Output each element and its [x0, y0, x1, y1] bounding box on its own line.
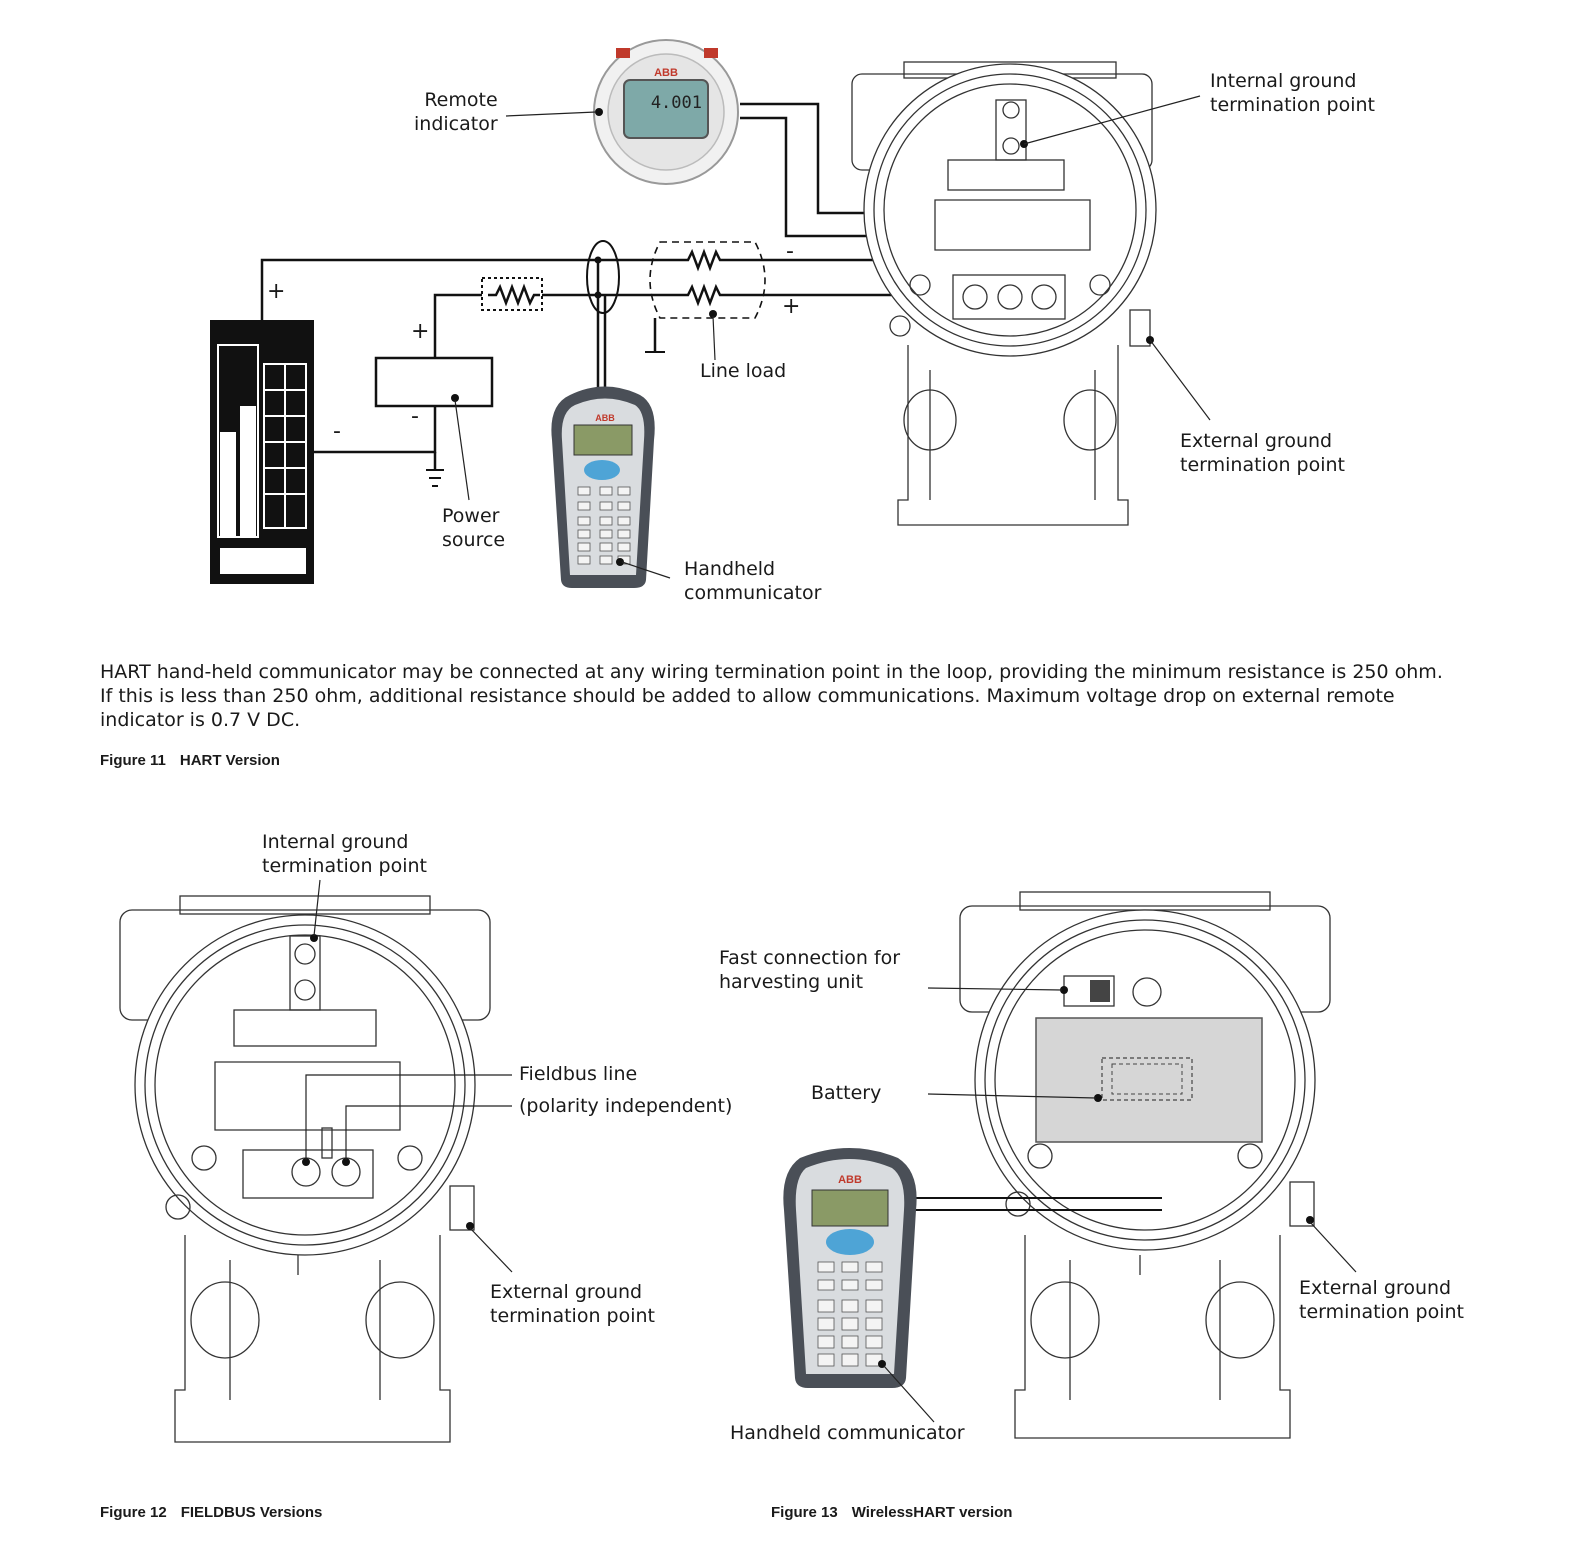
fig13-label-fast-connection: Fast connection for harvesting unit: [719, 947, 901, 993]
figure11-caption-title: HART Version: [179, 752, 280, 769]
label-plus-right: +: [782, 294, 801, 319]
figure12-caption-num: Figure 12: [100, 1504, 167, 1521]
hart-paragraph: HART hand-held communicator may be conne…: [100, 661, 1443, 731]
label-remote-indicator: Remote indicator: [414, 89, 498, 135]
label-internal-ground: Internal ground termination point: [1210, 70, 1375, 116]
figure11-diagram: 4.001 ABB ABB: [210, 39, 1211, 588]
resistor-icon: [481, 277, 543, 311]
ground-icon: [426, 351, 665, 487]
fig13-label-external-ground: External ground termination point: [1299, 1277, 1464, 1323]
handheld-brand: ABB: [595, 413, 615, 423]
controller-icon: [210, 320, 314, 584]
handheld-communicator-icon: ABB: [783, 1148, 917, 1388]
fig12-label-internal-ground: Internal ground termination point: [262, 831, 427, 877]
figure13-caption: Figure 13 WirelessHART version: [771, 1504, 1012, 1521]
label-minus-left: -: [333, 419, 341, 444]
label-minus-top: -: [786, 239, 794, 264]
figure13-caption-title: WirelessHART version: [851, 1504, 1013, 1521]
label-plus-ps: +: [411, 319, 430, 344]
figure13-caption-num: Figure 13: [771, 1504, 838, 1521]
indicator-display: 4.001: [651, 93, 702, 113]
transmitter-housing-icon: [851, 61, 1157, 526]
label-line-load: Line load: [700, 360, 787, 382]
transmitter-housing-icon: [959, 891, 1331, 1439]
battery-icon: [1035, 1017, 1263, 1143]
indicator-brand: ABB: [654, 67, 678, 79]
remote-indicator-icon: 4.001 ABB: [593, 39, 739, 185]
fig12-label-polarity: (polarity independent): [519, 1095, 733, 1117]
fig12-label-external-ground: External ground termination point: [490, 1281, 655, 1327]
handheld13-brand: ABB: [838, 1174, 862, 1186]
transmitter-housing-icon: [119, 895, 491, 1443]
figure11-caption: Figure 11 HART Version: [100, 752, 280, 769]
figure11-caption-num: Figure 11: [100, 752, 166, 769]
fig13-label-battery: Battery: [811, 1082, 882, 1104]
handheld-communicator-icon: ABB: [551, 386, 655, 588]
label-handheld: Handheld communicator: [684, 558, 822, 604]
figure12-caption-title: FIELDBUS Versions: [180, 1504, 323, 1521]
label-external-ground: External ground termination point: [1180, 430, 1345, 476]
fig12-label-fieldbus-line: Fieldbus line: [519, 1063, 638, 1085]
power-source-icon: [374, 356, 494, 408]
label-minus-ps: -: [411, 404, 419, 429]
label-power-source: Power source: [442, 505, 506, 551]
label-plus-top: +: [267, 279, 286, 304]
fig13-label-handheld: Handheld communicator: [730, 1422, 965, 1444]
figure12-caption: Figure 12 FIELDBUS Versions: [100, 1504, 322, 1521]
